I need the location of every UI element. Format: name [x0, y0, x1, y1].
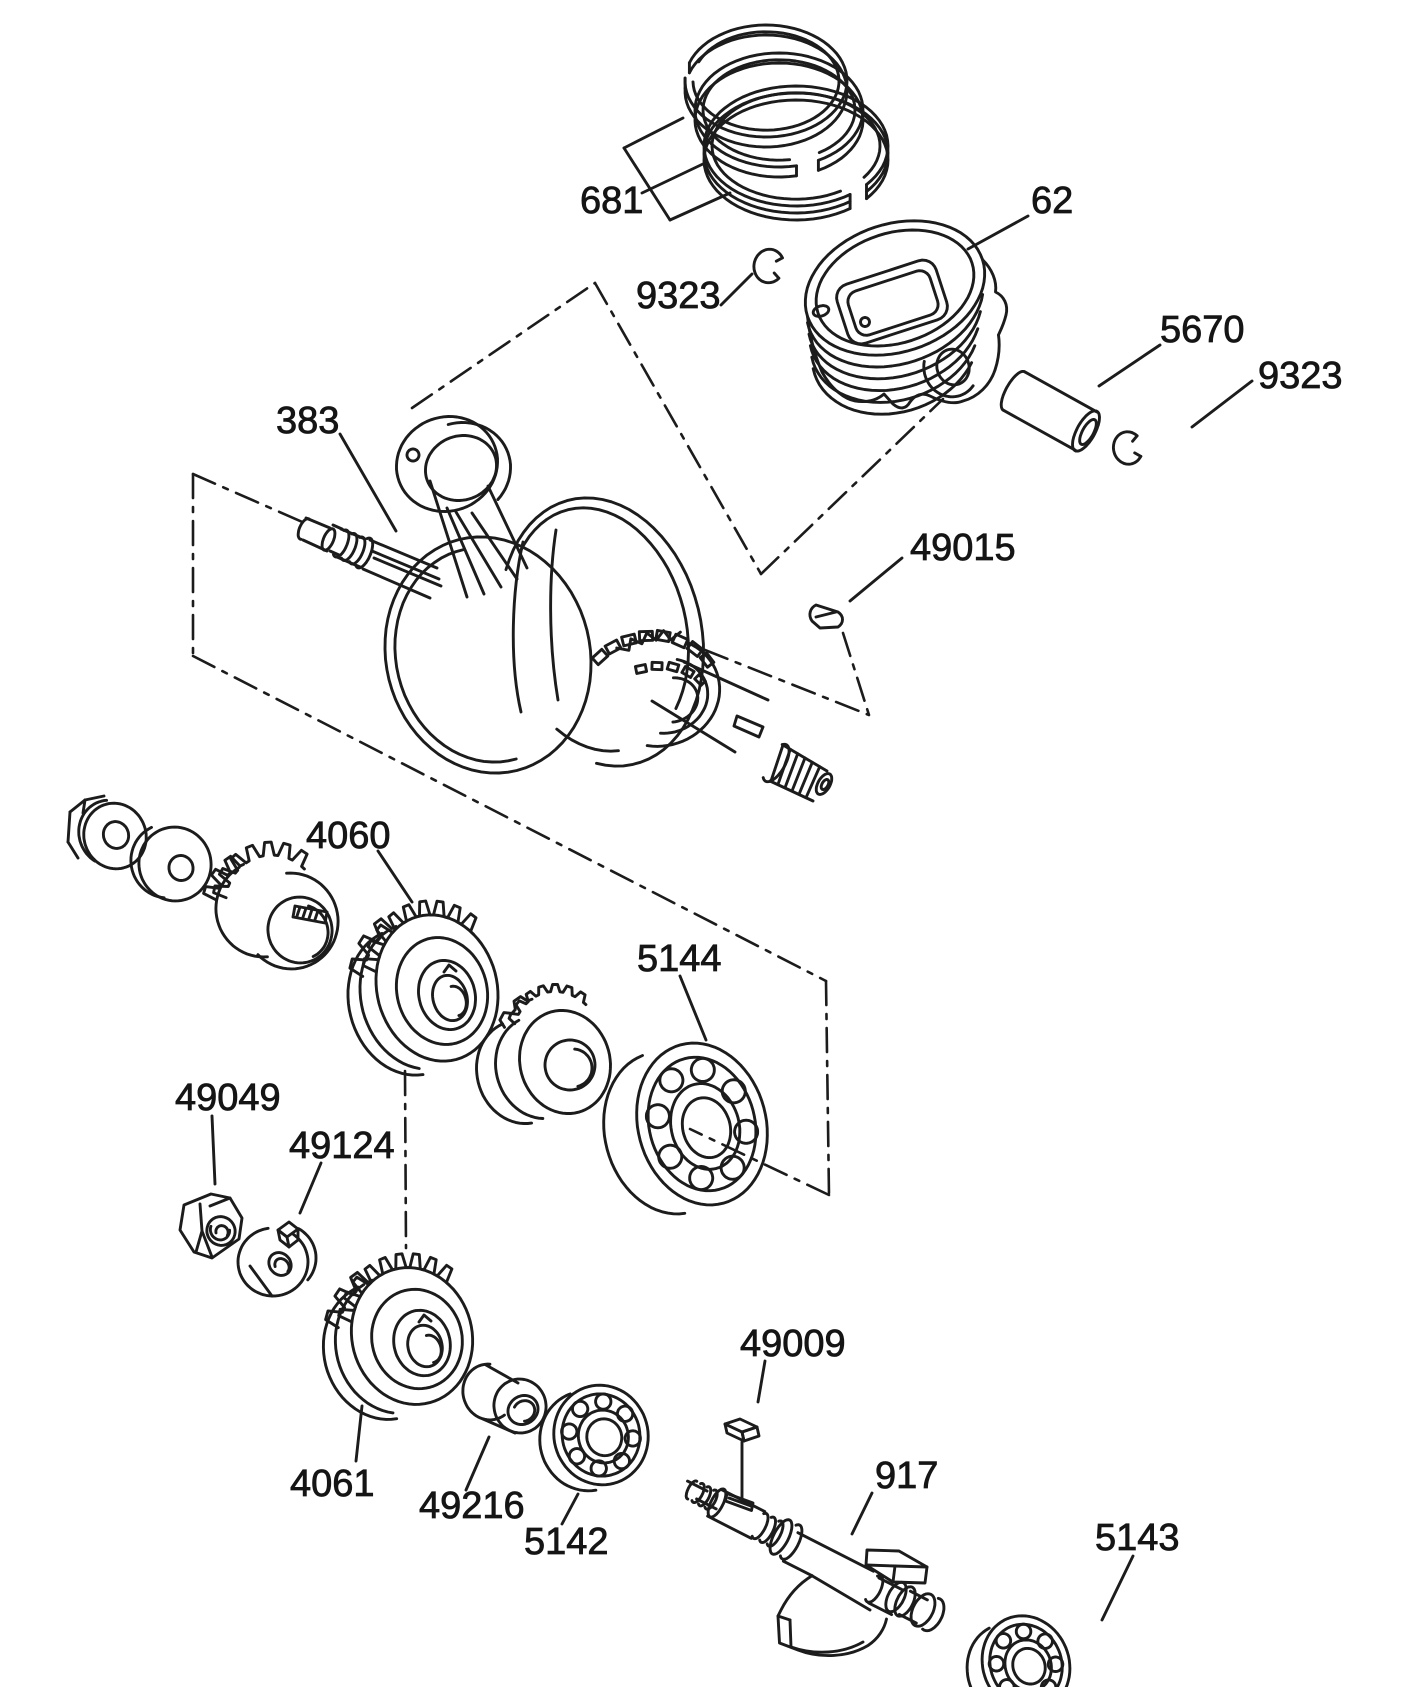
svg-text:9323: 9323 — [1258, 355, 1343, 397]
svg-text:5144: 5144 — [637, 938, 722, 980]
svg-text:5670: 5670 — [1160, 309, 1245, 351]
svg-text:62: 62 — [1031, 180, 1073, 222]
svg-text:4061: 4061 — [290, 1463, 375, 1505]
svg-text:681: 681 — [580, 180, 643, 222]
svg-text:4060: 4060 — [306, 815, 391, 857]
svg-text:49015: 49015 — [910, 527, 1016, 569]
svg-text:5143: 5143 — [1095, 1517, 1180, 1559]
svg-text:9323: 9323 — [636, 275, 721, 317]
svg-text:49009: 49009 — [740, 1323, 846, 1365]
svg-text:5142: 5142 — [524, 1521, 609, 1563]
svg-text:49216: 49216 — [419, 1485, 525, 1527]
svg-text:49124: 49124 — [289, 1125, 395, 1167]
svg-text:49049: 49049 — [175, 1077, 281, 1119]
svg-text:383: 383 — [276, 400, 339, 442]
svg-text:917: 917 — [875, 1455, 938, 1497]
